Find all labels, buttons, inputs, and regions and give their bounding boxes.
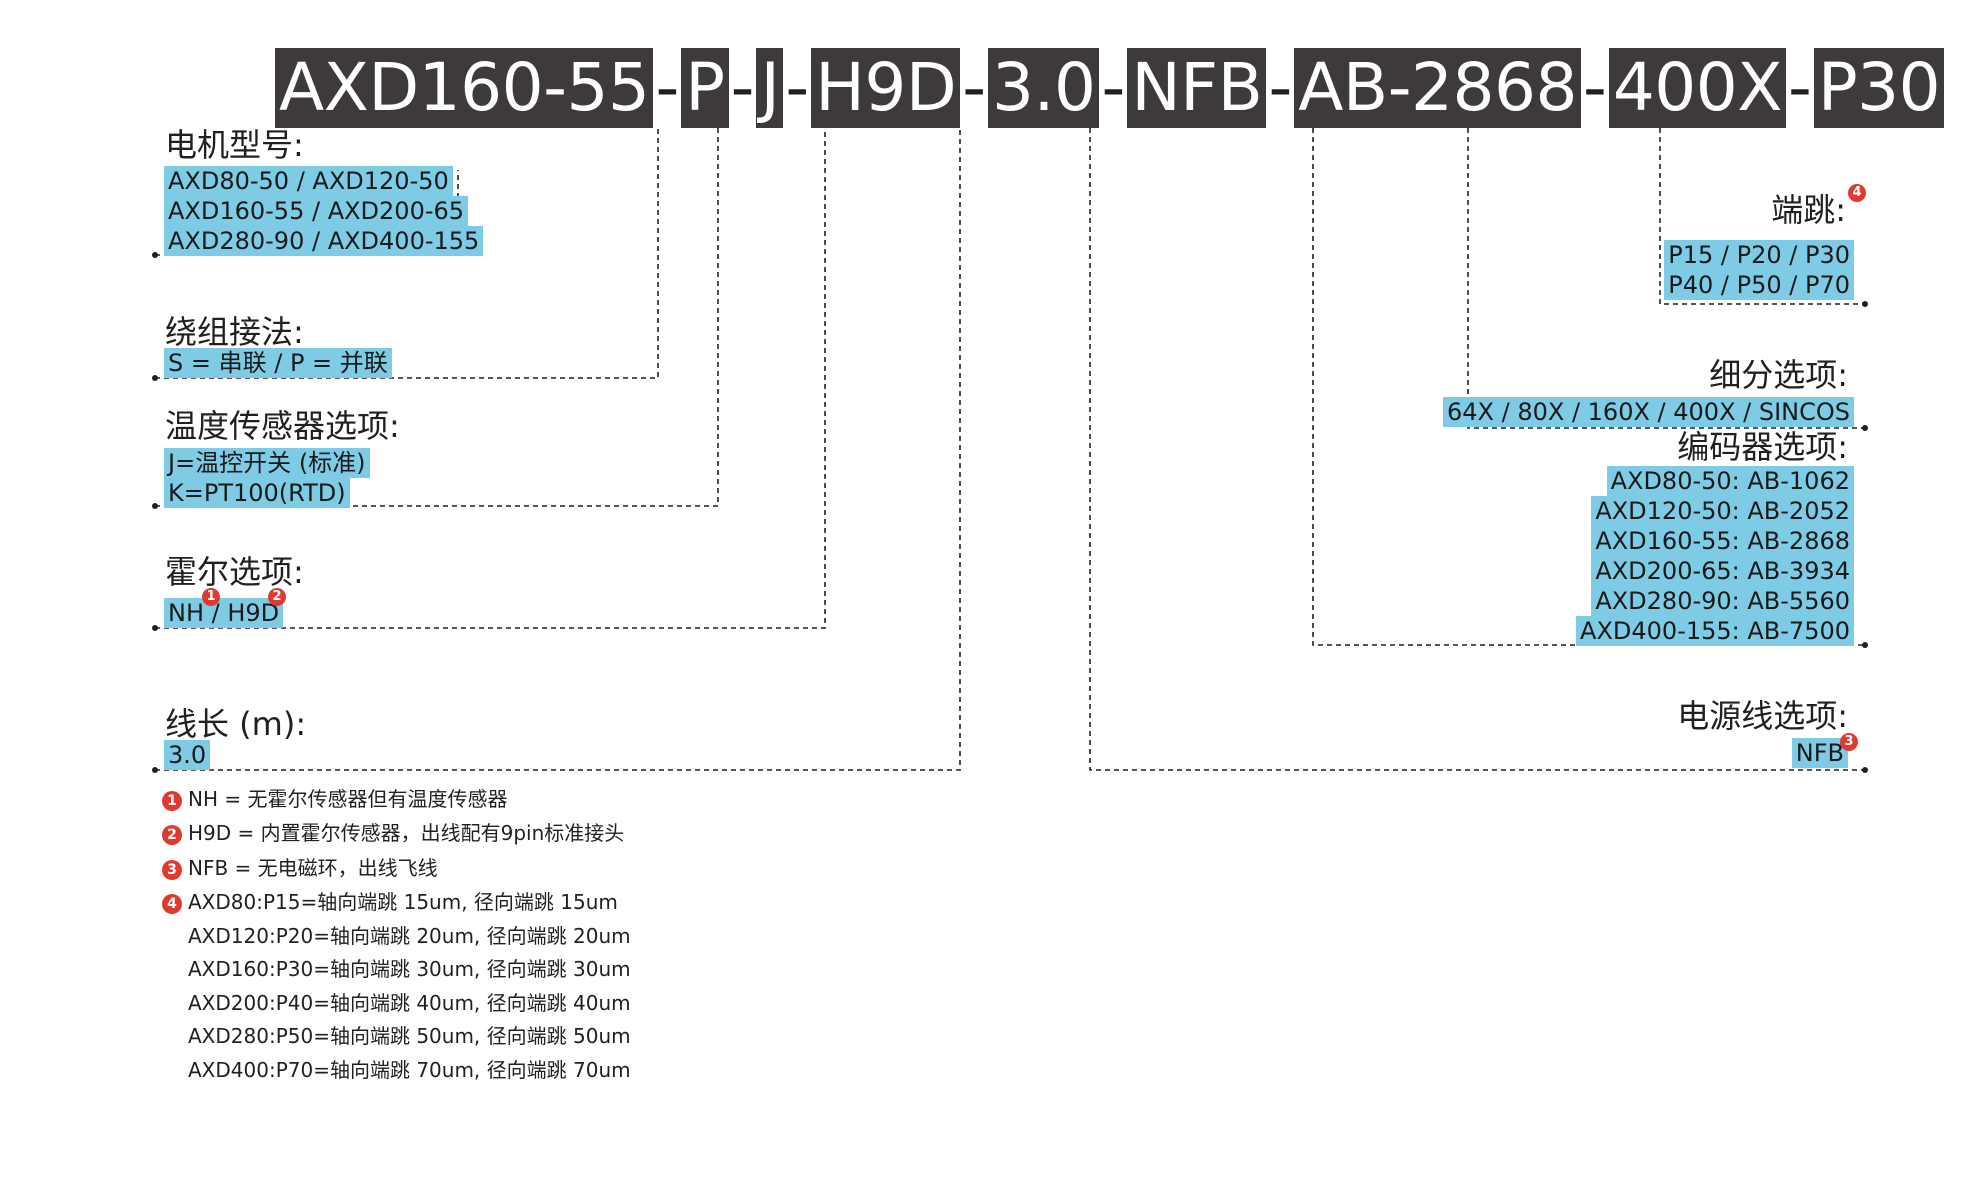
leader-dot xyxy=(152,625,158,631)
footnote-badge-1: 1 xyxy=(202,588,220,606)
leader-cable-length xyxy=(155,128,961,771)
footnote-4-line: AXD280:P50=轴向端跳 50um, 径向端跳 50um xyxy=(188,1024,631,1048)
motor-model-option: AXD280-90 / AXD400-155 xyxy=(164,226,484,256)
power-cable-title: 电源线选项: xyxy=(1677,697,1848,735)
code-separator: - xyxy=(655,49,680,126)
footnote-badge: 4 xyxy=(162,894,182,914)
footnote-4-line: AXD200:P40=轴向端跳 40um, 径向端跳 40um xyxy=(188,991,631,1015)
hall-option: NH / H9D xyxy=(164,598,284,628)
code-separator: - xyxy=(1101,49,1126,126)
encoder-option: AXD200-65: AB-3934 xyxy=(1591,556,1854,586)
leader-dot xyxy=(152,252,158,258)
code-segment-runout: P30 xyxy=(1813,48,1945,128)
temp-sensor-title: 温度传感器选项: xyxy=(165,407,400,445)
leader-winding xyxy=(155,128,659,379)
leader-temp-sensor xyxy=(155,128,719,507)
motor-model-title: 电机型号: xyxy=(165,126,304,164)
encoder-option: AXD80-50: AB-1062 xyxy=(1606,466,1854,496)
winding-option: S = 串联 / P = 并联 xyxy=(164,348,392,378)
encoder-option: AXD120-50: AB-2052 xyxy=(1591,496,1854,526)
footnote-badge-2: 2 xyxy=(268,588,286,606)
leader-runout xyxy=(1659,128,1865,305)
footnote-text: H9D = 内置霍尔传感器，出线配有9pin标准接头 xyxy=(188,821,625,845)
leader-dot xyxy=(152,375,158,381)
code-separator: - xyxy=(1582,49,1607,126)
leader-dot xyxy=(152,503,158,509)
temp-sensor-option: K=PT100(RTD) xyxy=(164,478,350,508)
footnote-text: NH = 无霍尔传感器但有温度传感器 xyxy=(188,787,508,811)
leader-dot xyxy=(152,767,158,773)
runout-option: P15 / P20 / P30 xyxy=(1664,240,1854,270)
code-segment-cable-length: 3.0 xyxy=(988,48,1100,128)
footnote-text: AXD80:P15=轴向端跳 15um, 径向端跳 15um xyxy=(188,890,618,914)
footnote-1: 1 NH = 无霍尔传感器但有温度传感器 xyxy=(162,786,507,812)
runout-option: P40 / P50 / P70 xyxy=(1664,270,1854,300)
subdivision-title: 细分选项: xyxy=(1709,356,1848,394)
motor-model-option: AXD160-55 / AXD200-65 xyxy=(164,196,469,226)
leader-dot xyxy=(1862,767,1868,773)
part-number-code: AXD160-55-P-J-H9D-3.0-NFB-AB-2868-400X-P… xyxy=(275,48,1945,128)
code-separator: - xyxy=(1268,49,1293,126)
cable-length-title: 线长 (m): xyxy=(165,705,307,743)
footnote-2: 2 H9D = 内置霍尔传感器，出线配有9pin标准接头 xyxy=(162,820,624,846)
temp-sensor-option: J=温控开关 (标准) xyxy=(164,448,370,478)
code-separator: - xyxy=(962,49,987,126)
leader-power-cable xyxy=(1089,128,1865,771)
encoder-option: AXD280-90: AB-5560 xyxy=(1591,586,1854,616)
winding-title: 绕组接法: xyxy=(165,313,304,351)
footnote-text: NFB = 无电磁环，出线飞线 xyxy=(188,856,438,880)
leader-dot xyxy=(1862,642,1868,648)
leader-dot xyxy=(1862,301,1868,307)
motor-model-option: AXD80-50 / AXD120-50 xyxy=(164,166,453,196)
footnote-4-line: AXD120:P20=轴向端跳 20um, 径向端跳 20um xyxy=(188,924,631,948)
code-segment-subdivision: 400X xyxy=(1608,48,1786,128)
encoder-title: 编码器选项: xyxy=(1677,428,1848,466)
subdivision-option: 64X / 80X / 160X / 400X / SINCOS xyxy=(1443,397,1854,427)
runout-title: 端跳: xyxy=(1771,191,1846,229)
footnote-badge: 1 xyxy=(162,791,182,811)
code-separator: - xyxy=(730,49,755,126)
footnote-4: 4 AXD80:P15=轴向端跳 15um, 径向端跳 15um xyxy=(162,889,618,915)
code-segment-encoder: AB-2868 xyxy=(1294,48,1581,128)
leader-dot xyxy=(1862,425,1868,431)
encoder-option: AXD400-155: AB-7500 xyxy=(1576,616,1854,646)
leader-subdivision xyxy=(1467,128,1865,429)
footnote-badge: 3 xyxy=(162,860,182,880)
cable-length-option: 3.0 xyxy=(164,740,211,770)
footnote-4-line: AXD400:P70=轴向端跳 70um, 径向端跳 70um xyxy=(188,1058,631,1082)
footnote-badge: 2 xyxy=(162,825,182,845)
encoder-option: AXD160-55: AB-2868 xyxy=(1591,526,1854,556)
footnote-4-line: AXD160:P30=轴向端跳 30um, 径向端跳 30um xyxy=(188,957,631,981)
code-separator: - xyxy=(1788,49,1812,126)
code-segment-winding: P xyxy=(681,48,729,128)
code-segment-motor-model: AXD160-55 xyxy=(275,48,654,128)
footnote-badge-4: 4 xyxy=(1848,184,1866,202)
hall-title: 霍尔选项: xyxy=(165,553,304,591)
power-cable-option: NFB xyxy=(1791,738,1848,768)
leader-hall xyxy=(155,128,826,629)
code-segment-temp-sensor: J xyxy=(756,48,784,128)
code-segment-hall: H9D xyxy=(811,48,961,128)
footnote-badge-3: 3 xyxy=(1840,733,1858,751)
code-separator: - xyxy=(785,49,810,126)
code-segment-power-cable: NFB xyxy=(1127,48,1267,128)
footnote-3: 3 NFB = 无电磁环，出线飞线 xyxy=(162,855,438,881)
